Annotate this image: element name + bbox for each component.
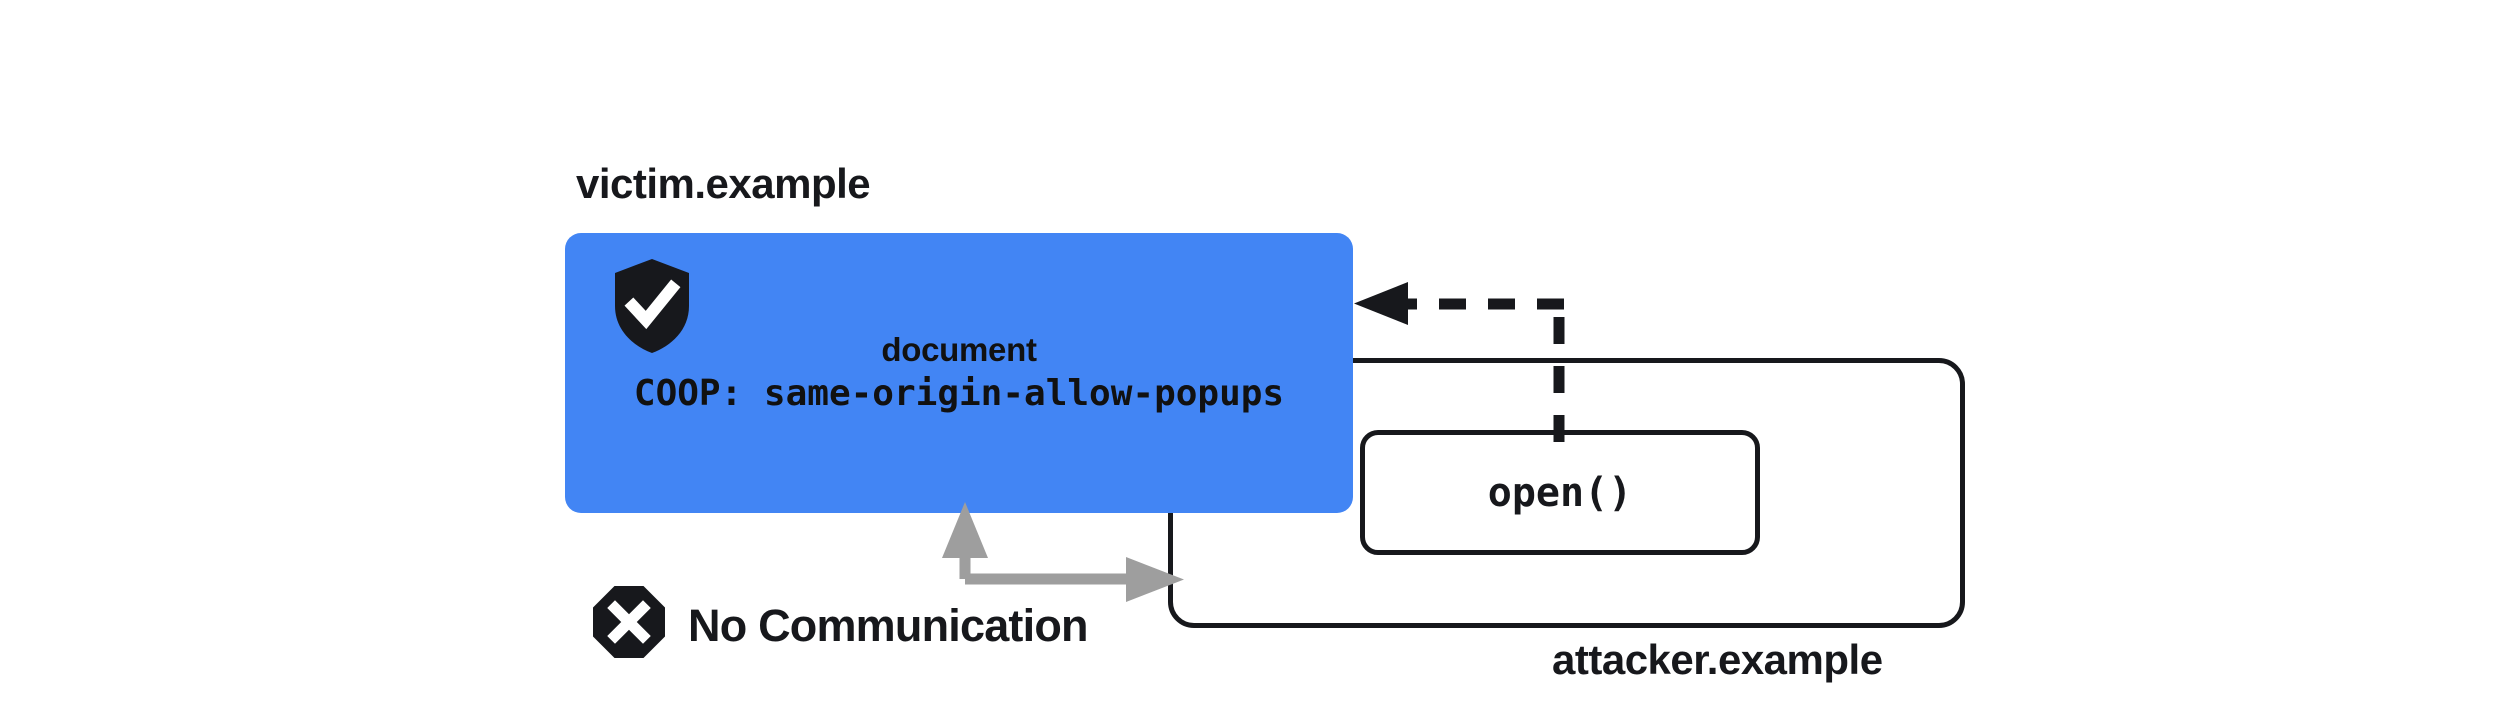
victim-document-box	[565, 233, 1353, 513]
attacker-origin-label: attacker.example	[1552, 636, 1883, 683]
no-communication-badge: No Communication	[592, 585, 1089, 659]
victim-origin-label: victim.example	[576, 160, 871, 207]
no-communication-arrow	[942, 502, 1184, 602]
shield-check-icon	[615, 259, 689, 353]
victim-coop-header-text: COOP: same-origin-allow-popups	[633, 373, 1285, 414]
open-popup-dashed-arrow	[1354, 282, 1565, 442]
victim-document-text: document	[881, 331, 1037, 368]
no-communication-label: No Communication	[688, 599, 1089, 651]
octagon-x-icon	[593, 586, 665, 658]
open-call-label: open()	[1487, 469, 1633, 516]
open-call-box: open()	[1360, 430, 1760, 555]
